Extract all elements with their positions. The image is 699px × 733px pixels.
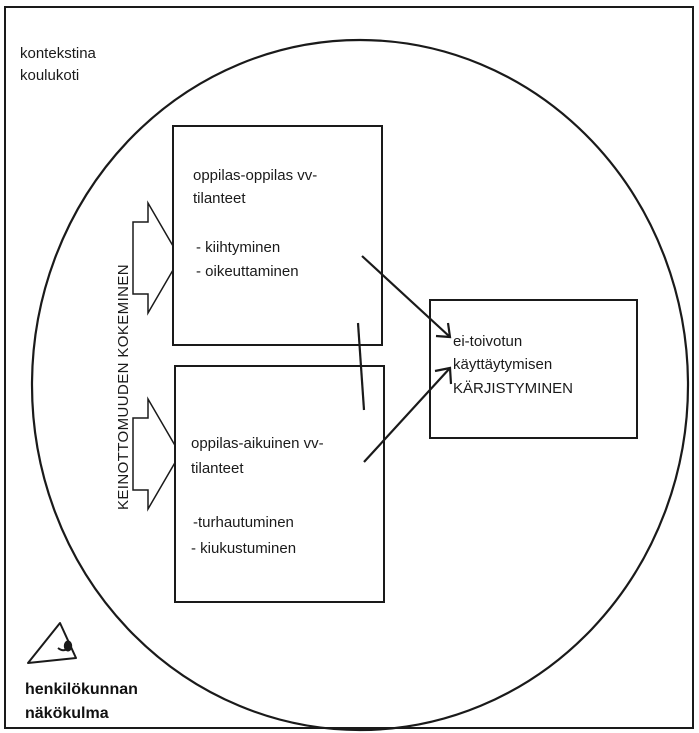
box-result-line1: ei-toivotun bbox=[453, 333, 522, 350]
box-escalation bbox=[429, 299, 638, 439]
box-bottom-title-line1: oppilas-aikuinen vv- bbox=[191, 435, 324, 452]
hollow-arrow-top bbox=[132, 200, 181, 316]
box-student-adult bbox=[174, 365, 385, 603]
box-top-title-line2: tilanteet bbox=[193, 190, 246, 207]
side-label: KEINOTTOMUUDEN KOKEMINEN bbox=[115, 264, 132, 510]
viewpoint-label-line2: näkökulma bbox=[25, 705, 109, 722]
connector-line bbox=[356, 322, 366, 411]
arrow-top-to-result bbox=[361, 255, 452, 339]
box-bottom-item2: - kiukustuminen bbox=[191, 540, 296, 557]
box-result-line3: KÄRJISTYMINEN bbox=[453, 380, 573, 397]
box-bottom-item1: -turhautuminen bbox=[193, 514, 294, 531]
hollow-arrow-bottom bbox=[132, 396, 181, 512]
context-ellipse bbox=[30, 38, 690, 732]
arrow-bottom-to-result bbox=[363, 366, 453, 463]
box-top-item1: - kiihtyminen bbox=[196, 239, 280, 256]
box-top-title-line1: oppilas-oppilas vv- bbox=[193, 167, 317, 184]
context-label-line1: kontekstina bbox=[20, 45, 97, 62]
eye-icon bbox=[27, 622, 77, 664]
box-student-student bbox=[172, 125, 383, 346]
box-top-item2: - oikeuttaminen bbox=[196, 263, 299, 280]
viewpoint-label-line1: henkilökunnan bbox=[25, 681, 138, 698]
context-label-line2: koulukoti bbox=[20, 67, 79, 84]
box-result-line2: käyttäytymisen bbox=[453, 356, 552, 373]
box-bottom-title-line2: tilanteet bbox=[191, 460, 244, 477]
